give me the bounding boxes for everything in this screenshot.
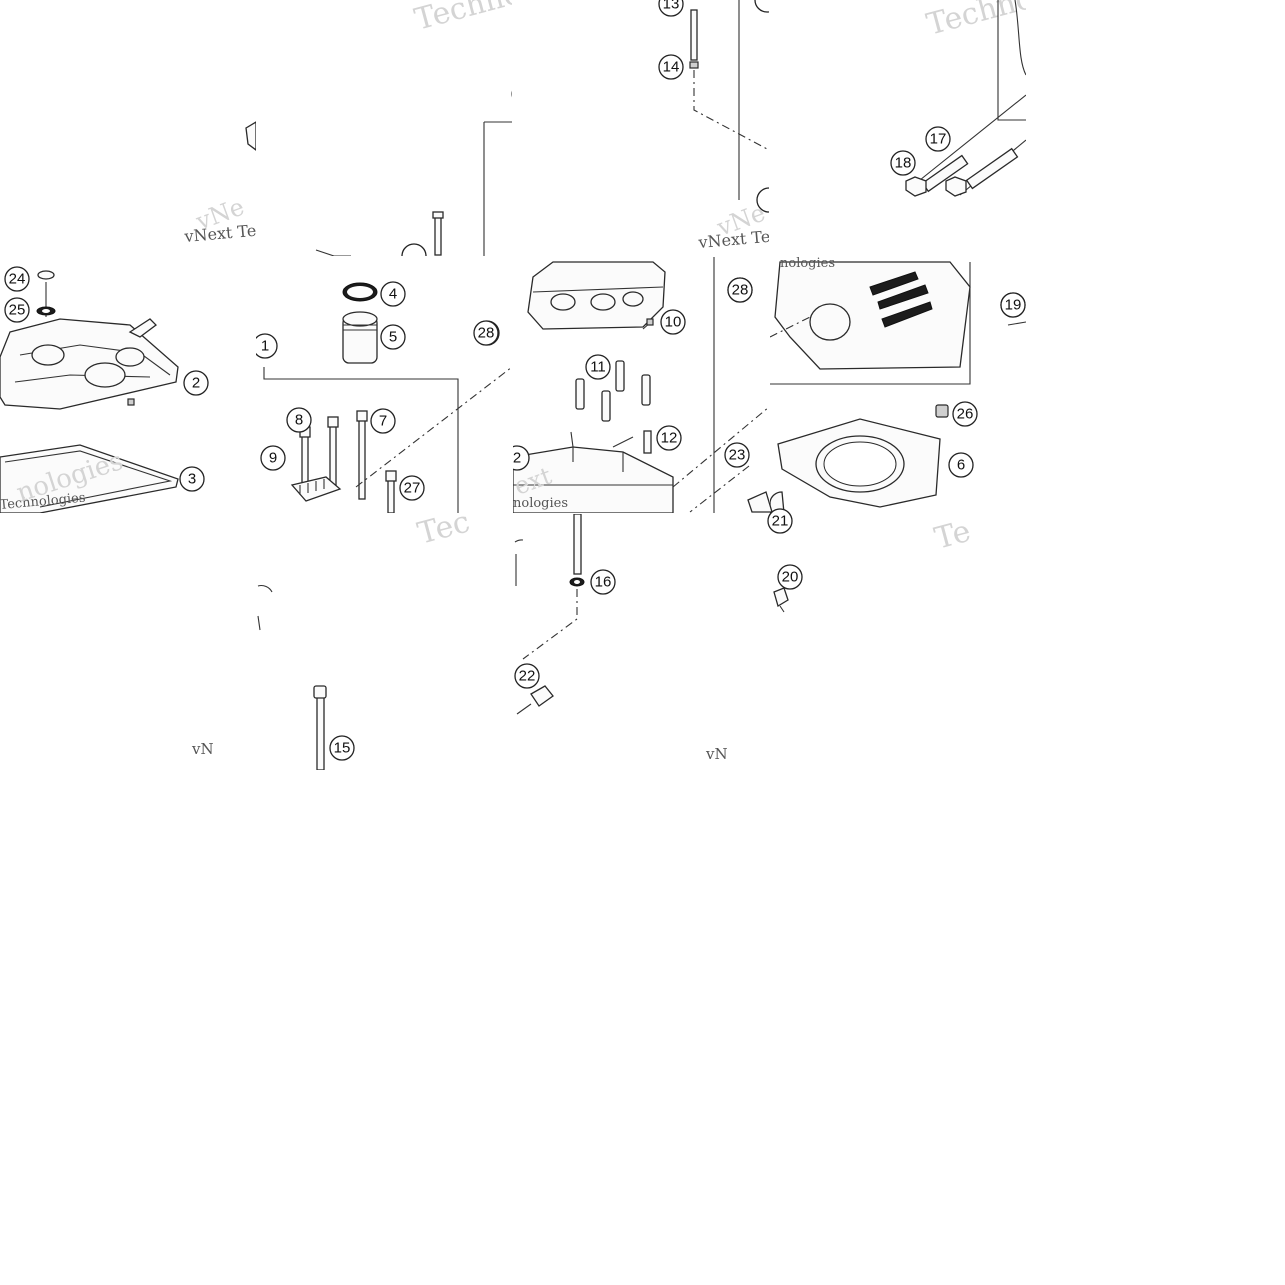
callout-2[interactable]: 2 xyxy=(183,370,209,396)
svg-text:27: 27 xyxy=(404,480,421,497)
diagram-tile-row2-4: 19 26 6 nologies xyxy=(770,257,1026,513)
svg-text:28: 28 xyxy=(478,325,495,342)
callout-19-right[interactable]: 19 xyxy=(1000,292,1026,318)
watermark-fragment: nologies xyxy=(780,257,835,271)
diagram-tile-top-3: 13 14 vNext Technologies vNe xyxy=(513,0,769,256)
callout-10[interactable]: 10 xyxy=(660,309,686,335)
svg-text:12: 12 xyxy=(661,430,678,447)
callout-17[interactable]: 17 xyxy=(925,126,951,152)
callout-28-right[interactable]: 28 xyxy=(727,277,753,303)
callout-11[interactable]: 11 xyxy=(585,354,611,380)
diagram-tile-top-4: Techno 17 18 xyxy=(770,0,1026,256)
callout-8[interactable]: 8 xyxy=(286,407,312,433)
callout-16[interactable]: 16 xyxy=(590,569,616,595)
svg-text:23: 23 xyxy=(729,447,746,464)
callout-partial-2[interactable] xyxy=(754,0,769,13)
svg-text:18: 18 xyxy=(895,155,912,172)
svg-text:22: 22 xyxy=(519,668,536,685)
svg-text:8: 8 xyxy=(295,412,303,429)
callout-7[interactable]: 7 xyxy=(370,408,396,434)
diagram-tile-row2-3: 10 11 12 2 28 nologies ext xyxy=(513,257,769,513)
diagram-tile-top-left: vNext Technologies vNe xyxy=(0,0,256,256)
svg-text:2: 2 xyxy=(513,450,521,467)
svg-text:15: 15 xyxy=(334,740,351,757)
svg-text:25: 25 xyxy=(9,302,26,319)
svg-text:20: 20 xyxy=(782,569,799,586)
svg-text:28: 28 xyxy=(732,282,749,299)
callout-6[interactable]: 6 xyxy=(948,452,974,478)
callout-5[interactable]: 5 xyxy=(380,324,406,350)
svg-text:13: 13 xyxy=(663,0,680,13)
svg-text:21: 21 xyxy=(772,513,789,530)
callout-19[interactable] xyxy=(401,243,427,256)
svg-text:11: 11 xyxy=(590,359,606,376)
watermark-fragment: nologies xyxy=(513,496,568,511)
watermark-fragment: vN xyxy=(705,745,728,763)
svg-text:7: 7 xyxy=(379,413,387,430)
svg-text:19: 19 xyxy=(1005,297,1022,314)
svg-text:26: 26 xyxy=(957,406,974,423)
svg-text:14: 14 xyxy=(663,59,680,76)
callout-21[interactable]: 21 xyxy=(767,508,793,534)
callout-partial-2b[interactable]: 2 xyxy=(513,445,530,471)
diagram-tile-row3-3: 16 22 vN xyxy=(513,514,769,770)
diagram-tile-row3-1: vN xyxy=(0,514,256,770)
callout-9[interactable]: 9 xyxy=(260,445,286,471)
diagram-tile-row2-2: 4 5 1 8 7 9 27 28 xyxy=(256,257,512,513)
callout-22[interactable]: 22 xyxy=(514,663,540,689)
callout-26[interactable]: 26 xyxy=(952,401,978,427)
svg-text:1: 1 xyxy=(261,338,269,355)
watermark-fragment: vN xyxy=(191,740,214,758)
callout-20[interactable]: 20 xyxy=(777,564,803,590)
svg-text:5: 5 xyxy=(389,329,397,346)
callout-27[interactable]: 27 xyxy=(399,475,425,501)
callout-24[interactable]: 24 xyxy=(4,266,30,292)
svg-text:9: 9 xyxy=(269,450,277,467)
callout-23-seam[interactable]: 23 xyxy=(724,442,750,468)
callout-12[interactable]: 12 xyxy=(656,425,682,451)
callout-3[interactable]: 3 xyxy=(179,466,205,492)
callout-15[interactable]: 15 xyxy=(329,735,355,761)
callout-4[interactable]: 4 xyxy=(380,281,406,307)
svg-text:3: 3 xyxy=(188,471,196,488)
callout-partial-12[interactable] xyxy=(756,187,769,213)
callout-28-left[interactable]: 28 xyxy=(473,320,499,346)
svg-text:6: 6 xyxy=(957,457,965,474)
svg-text:4: 4 xyxy=(389,286,397,303)
callout-18[interactable]: 18 xyxy=(890,150,916,176)
svg-text:17: 17 xyxy=(930,131,947,148)
svg-text:16: 16 xyxy=(595,574,612,591)
diagram-tile-row2-1: 24 25 2 3 Technologies nologies xyxy=(0,257,256,513)
svg-text:2: 2 xyxy=(192,375,200,392)
callout-13[interactable]: 13 xyxy=(658,0,684,17)
diagram-tile-top-2: Techno xyxy=(256,0,512,256)
diagram-tile-row3-2: Tec 15 xyxy=(256,514,512,770)
callout-1[interactable]: 1 xyxy=(256,333,278,359)
svg-text:10: 10 xyxy=(665,314,682,331)
callout-14[interactable]: 14 xyxy=(658,54,684,80)
diagram-tile-row3-4: Te 20 xyxy=(770,514,1026,770)
svg-text:24: 24 xyxy=(9,271,26,288)
callout-25[interactable]: 25 xyxy=(4,297,30,323)
